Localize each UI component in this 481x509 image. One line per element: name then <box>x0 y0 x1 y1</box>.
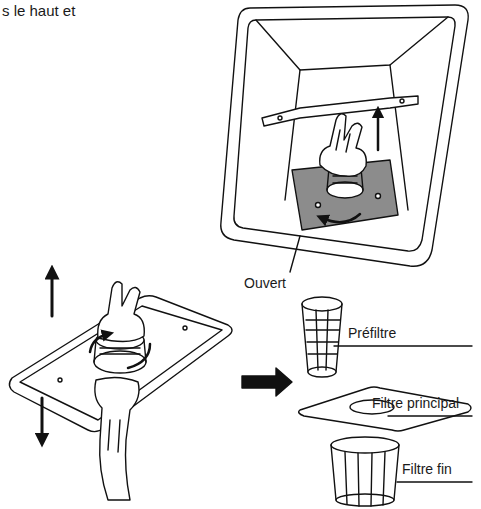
part-name: Préfiltre <box>348 325 396 342</box>
part-name: Filtre principal <box>372 395 459 412</box>
state-label: Ouvert <box>244 275 286 292</box>
step-arrow <box>242 368 292 396</box>
exploded-filters <box>299 297 472 506</box>
filter-plate-drawing <box>9 272 232 500</box>
tub-drawing <box>221 5 468 272</box>
instruction-text: s le haut et <box>2 2 75 19</box>
part-name: Filtre fin <box>402 461 452 478</box>
